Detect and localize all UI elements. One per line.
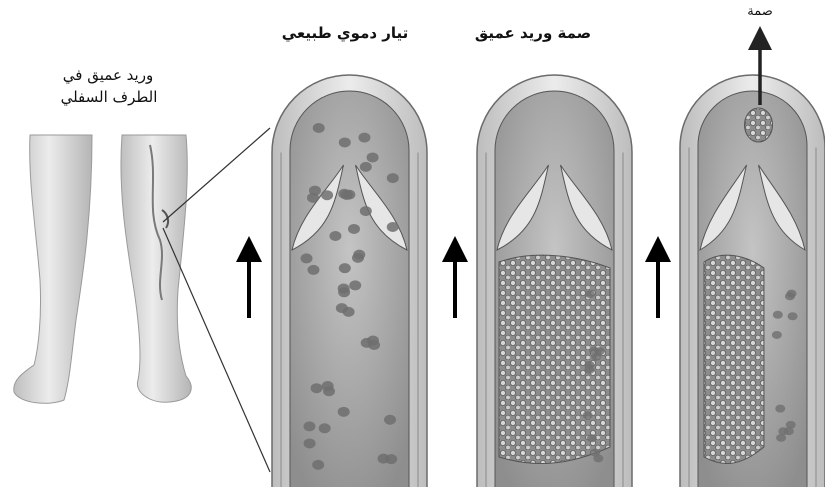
up-arrow-icon bbox=[442, 236, 468, 318]
blood-cell bbox=[378, 454, 390, 464]
blood-cell bbox=[787, 290, 797, 298]
blood-cell bbox=[360, 162, 372, 172]
up-arrow-icon bbox=[236, 236, 262, 318]
blood-cell bbox=[339, 263, 351, 273]
blood-cell bbox=[301, 253, 313, 263]
blood-cell bbox=[778, 427, 788, 435]
blood-cell bbox=[367, 336, 379, 346]
leg-label-line1: وريد عميق في bbox=[48, 66, 168, 84]
vein-panel-embolus bbox=[680, 75, 825, 487]
blood-cell bbox=[595, 347, 605, 355]
blood-cell bbox=[329, 231, 341, 241]
blood-cell bbox=[336, 303, 348, 313]
blood-cell bbox=[304, 438, 316, 448]
blood-cell bbox=[772, 331, 782, 339]
blood-cell bbox=[321, 190, 333, 200]
blood-cell bbox=[583, 411, 593, 419]
blood-cell bbox=[775, 405, 785, 413]
blood-cell bbox=[384, 415, 396, 425]
embolus-label: صمة bbox=[730, 4, 790, 19]
blood-cell bbox=[303, 421, 315, 431]
blood-cell bbox=[307, 265, 319, 275]
blood-cell bbox=[788, 312, 798, 320]
blood-cell bbox=[593, 454, 603, 462]
blood-cell bbox=[387, 173, 399, 183]
blood-cell bbox=[312, 460, 324, 470]
blood-cell bbox=[311, 383, 323, 393]
blood-cell bbox=[367, 152, 379, 162]
leg-label-line2: الطرف السفلي bbox=[44, 88, 174, 106]
blood-cell bbox=[585, 290, 595, 298]
blood-cell bbox=[773, 311, 783, 319]
blood-cell bbox=[360, 206, 372, 216]
left-leg bbox=[14, 135, 92, 403]
blood-cell bbox=[309, 186, 321, 196]
vein-panels bbox=[272, 75, 825, 487]
blood-cell bbox=[322, 381, 334, 391]
blood-cell bbox=[313, 123, 325, 133]
up-arrow-icon bbox=[645, 236, 671, 318]
blood-cell bbox=[584, 366, 594, 374]
blood-cell bbox=[341, 190, 353, 200]
blood-cell bbox=[319, 423, 331, 433]
blood-cell bbox=[358, 133, 370, 143]
blood-cell bbox=[387, 222, 399, 232]
blood-cell bbox=[338, 407, 350, 417]
blood-cell bbox=[587, 434, 597, 442]
vein-panel-deep-vein-thrombosis bbox=[477, 75, 632, 487]
blood-cell bbox=[353, 250, 365, 260]
blood-cell bbox=[348, 224, 360, 234]
panel-title-dvt: صمة وريد عميق bbox=[468, 24, 598, 42]
blood-cell bbox=[339, 137, 351, 147]
thrombus bbox=[704, 255, 764, 463]
embolus bbox=[745, 108, 773, 142]
legs-illustration bbox=[14, 135, 191, 403]
blood-cell bbox=[349, 280, 361, 290]
panel-title-normal-flow: تيار دموي طبيعي bbox=[280, 24, 410, 42]
vein-panel-normal-flow bbox=[272, 75, 427, 487]
blood-cell bbox=[338, 283, 350, 293]
